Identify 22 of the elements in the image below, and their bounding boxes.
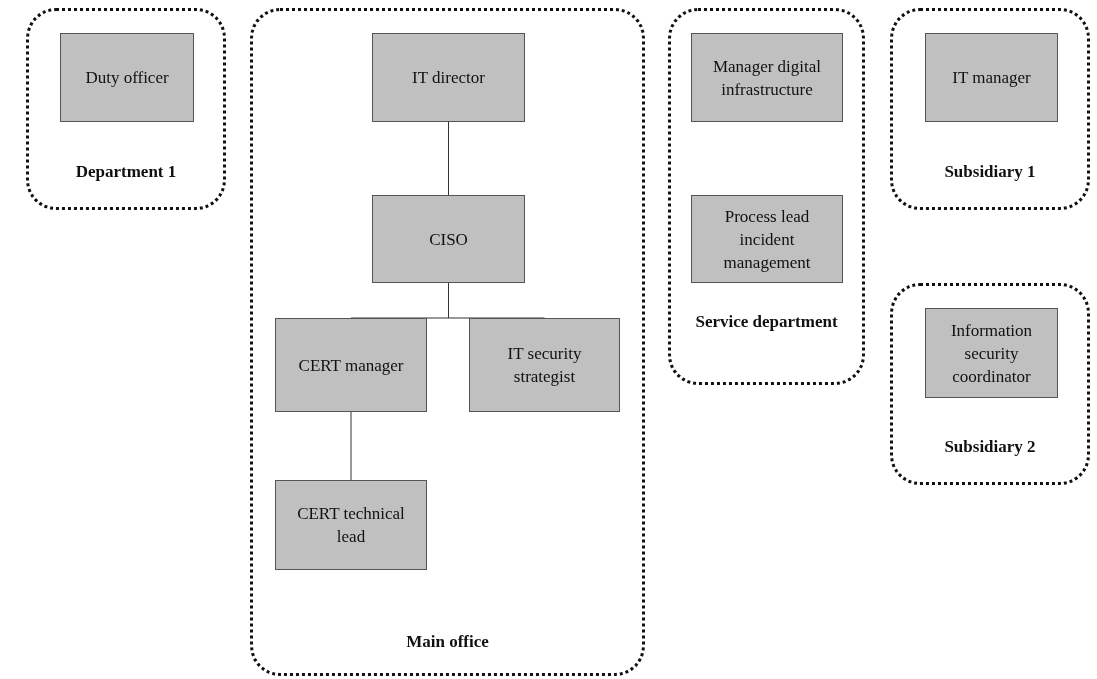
connector-line [350,411,352,481]
group-label: Subsidiary 2 [943,436,1037,458]
role-box: IT security strategist [469,318,620,412]
role-box: IT manager [925,33,1058,122]
group-boundary [250,8,645,676]
group-label: Department 1 [74,161,178,183]
group-label: Service department [694,311,839,333]
connector-line [448,121,449,196]
role-box: Process lead incident management [691,195,843,283]
group-boundary [26,8,226,210]
group-label: Subsidiary 1 [943,161,1037,183]
role-box: CISO [372,195,525,283]
role-box: IT director [372,33,525,122]
role-box: Duty officer [60,33,194,122]
group-boundary [890,8,1090,210]
role-box: CERT technical lead [275,480,427,570]
role-box: CERT manager [275,318,427,412]
group-boundary [890,283,1090,485]
group-boundary [668,8,865,385]
role-box: Manager digital infrastructure [691,33,843,122]
role-box: Information security coordinator [925,308,1058,398]
group-label: Main office [405,631,490,653]
